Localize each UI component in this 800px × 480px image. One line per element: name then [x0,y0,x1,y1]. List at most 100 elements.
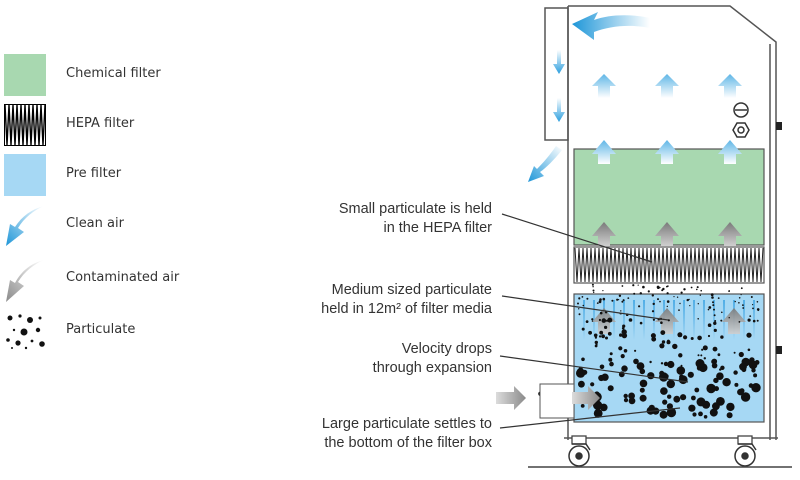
particle [666,285,668,288]
particle [651,336,657,342]
particle [711,296,714,299]
particle [650,333,656,339]
particle [598,300,602,304]
particle [651,310,655,313]
particle [647,290,650,293]
particle [620,354,625,359]
particle [720,319,723,322]
particle [696,286,699,289]
particle [599,311,603,315]
particle [620,310,622,312]
particle [696,288,698,291]
particle [688,298,690,301]
particle [639,292,642,295]
callout-line: Velocity drops [401,341,492,357]
particle [621,300,624,303]
particle [700,354,703,357]
particle [656,285,660,289]
particle [577,302,579,305]
particle [593,291,595,294]
particle [746,332,752,338]
particle [578,380,585,388]
particle [666,292,669,295]
particle [697,335,702,341]
callout-line: Small particulate is held [338,201,492,217]
callout-line: in the HEPA filter [383,220,492,236]
particle [739,362,747,371]
particle [639,379,648,388]
particle [623,398,629,403]
particle [753,373,758,378]
particle [756,319,759,322]
particle [751,368,756,373]
particle [607,331,612,336]
particle [713,377,719,384]
particle [717,297,720,299]
particle [659,370,665,376]
particle [748,360,758,370]
legend-label: HEPA filter [66,116,135,131]
particle [591,320,594,322]
particle [664,374,669,379]
control-knobs [732,102,750,138]
particle [680,364,683,367]
particle [663,361,669,367]
particle [591,283,594,286]
particle [659,410,668,419]
particle [621,332,628,339]
particle [621,365,628,372]
particle [660,330,666,335]
particle [742,307,745,309]
particle [747,348,751,352]
particle [618,294,622,297]
particle [659,343,665,349]
particle [720,335,724,339]
particle [598,318,602,322]
particle [740,287,743,290]
particle [661,289,664,292]
cabinet-base [571,435,753,445]
particle [616,298,619,301]
particle [694,387,700,393]
callout-medium-particulate: Medium sized particulate held in 12m² of… [321,281,492,319]
particle [714,320,717,322]
particle [585,320,589,323]
particle [703,415,708,419]
particle [628,397,636,405]
particle [689,305,691,307]
particle [633,358,639,365]
particle [738,351,744,358]
clean-air-arrow-icon [4,204,46,246]
particle [740,294,742,296]
particle [661,340,666,344]
clean-air-up-arrows [592,140,742,164]
particle [667,394,672,399]
particle [639,387,645,393]
particle [733,370,738,375]
particle [702,345,708,351]
particle [598,335,602,338]
particle [636,362,645,370]
particle [599,330,604,335]
particle [632,284,635,287]
air-inlet [496,383,600,419]
particle [711,358,718,365]
particle [733,351,736,354]
callout-velocity-drops: Velocity drops through expansion [373,340,492,378]
callout-large-particulate: Large particulate settles to the bottom … [322,415,492,453]
particle [734,300,736,303]
legend-label: Chemical filter [66,66,161,81]
particle [738,302,740,304]
particle [619,333,623,337]
duct-downflow-arrows [553,50,565,122]
particle [713,328,717,332]
particle [679,374,684,380]
particle [678,309,680,311]
particle [667,319,670,322]
particle [707,334,711,338]
particle [593,333,598,338]
particle [660,387,668,395]
particle [738,321,741,323]
hepa-filter-swatch [4,104,46,146]
particle [691,395,696,401]
